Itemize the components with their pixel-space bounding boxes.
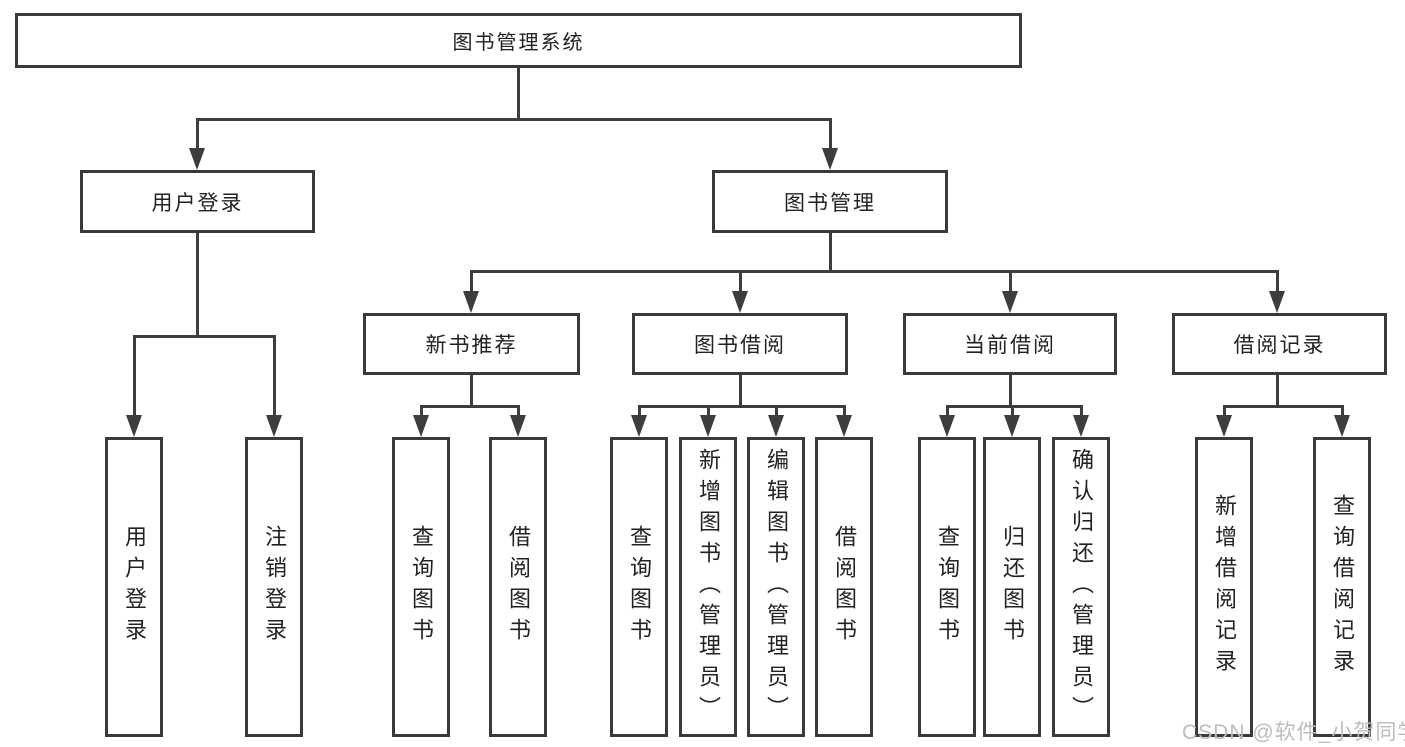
arrow-down — [836, 415, 852, 437]
connector-line — [273, 335, 276, 417]
connector-line — [739, 270, 742, 293]
node-label: 查询图书 — [409, 525, 434, 649]
arrow-down — [126, 415, 142, 437]
leaf-query-borrow-record: 查询借阅记录 — [1313, 437, 1371, 737]
connector-line — [517, 405, 520, 417]
connector-line — [1223, 405, 1226, 417]
arrow-down — [1073, 415, 1089, 437]
arrow-down — [413, 415, 429, 437]
arrow-down — [266, 415, 282, 437]
connector-line — [638, 405, 846, 408]
leaf-edit-books-admin: 编辑图书（管理员） — [747, 437, 805, 737]
node-label: 图书借阅 — [694, 334, 786, 357]
arrow-down — [700, 415, 716, 437]
node-user-login: 用户登录 — [80, 170, 315, 233]
node-label: 借阅记录 — [1233, 334, 1326, 357]
leaf-query-books-recommend: 查询图书 — [392, 437, 450, 737]
connector-line — [133, 335, 136, 417]
node-label: 新增借阅记录 — [1212, 494, 1237, 680]
arrow-down — [510, 415, 526, 437]
connector-line — [1080, 405, 1083, 417]
arrow-down — [1269, 291, 1285, 313]
node-label: 新增图书（管理员） — [696, 447, 721, 727]
connector-line — [1341, 405, 1344, 417]
connector-line — [1009, 270, 1012, 293]
connector-line — [420, 405, 520, 408]
node-label: 借阅图书 — [506, 525, 531, 649]
csdn-watermark: CSDN @软件_小贺同学 — [1182, 721, 1405, 744]
connector-line — [517, 68, 520, 121]
leaf-query-books-borrow: 查询图书 — [610, 437, 668, 737]
connector-line — [1276, 270, 1279, 293]
node-label: 查询借阅记录 — [1330, 494, 1355, 680]
arrow-down — [1002, 291, 1018, 313]
leaf-logout: 注销登录 — [245, 437, 303, 737]
node-borrow-records: 借阅记录 — [1172, 313, 1387, 375]
node-root-system: 图书管理系统 — [15, 13, 1022, 68]
node-label: 图书管理 — [784, 191, 876, 215]
connector-line — [470, 270, 1279, 273]
node-label: 用户登录 — [122, 525, 147, 649]
leaf-add-books-admin: 新增图书（管理员） — [679, 437, 737, 737]
leaf-borrow-books-recommend: 借阅图书 — [489, 437, 547, 737]
node-book-borrow: 图书借阅 — [632, 313, 848, 375]
connector-line — [638, 405, 641, 417]
leaf-query-books-current: 查询图书 — [918, 437, 976, 737]
node-new-book-recommend: 新书推荐 — [363, 313, 580, 375]
node-label: 查询图书 — [935, 525, 960, 649]
arrow-down — [768, 415, 784, 437]
leaf-return-books: 归还图书 — [983, 437, 1041, 737]
connector-line — [1223, 405, 1344, 408]
leaf-add-borrow-record: 新增借阅记录 — [1195, 437, 1253, 737]
node-label: 归还图书 — [1000, 525, 1025, 649]
arrow-down — [1216, 415, 1232, 437]
connector-line — [1011, 405, 1014, 417]
arrow-down — [189, 148, 205, 170]
node-label: 当前借阅 — [964, 334, 1056, 357]
arrow-down — [822, 148, 838, 170]
connector-line — [133, 335, 276, 338]
arrow-down — [463, 291, 479, 313]
connector-line — [739, 375, 742, 407]
node-label: 图书管理系统 — [452, 32, 585, 54]
connector-line — [843, 405, 846, 417]
connector-line — [829, 118, 832, 150]
connector-line — [196, 118, 832, 121]
connector-line — [829, 233, 832, 272]
connector-line — [196, 233, 199, 337]
connector-line — [1276, 375, 1279, 407]
node-label: 确认归还（管理员） — [1069, 447, 1094, 727]
node-label: 用户登录 — [151, 191, 244, 215]
arrow-down — [1004, 415, 1020, 437]
connector-line — [707, 405, 710, 417]
leaf-borrow-books: 借阅图书 — [815, 437, 873, 737]
node-book-management: 图书管理 — [712, 170, 948, 233]
arrow-down — [631, 415, 647, 437]
node-label: 编辑图书（管理员） — [764, 447, 789, 727]
arrow-down — [1334, 415, 1350, 437]
connector-line — [1009, 375, 1012, 407]
connector-line — [470, 270, 473, 293]
node-current-borrow: 当前借阅 — [903, 313, 1117, 375]
connector-line — [775, 405, 778, 417]
connector-line — [196, 118, 199, 150]
arrow-down — [939, 415, 955, 437]
connector-line — [470, 375, 473, 407]
node-label: 借阅图书 — [832, 525, 857, 649]
node-label: 新书推荐 — [425, 334, 518, 357]
node-label: 注销登录 — [262, 525, 287, 649]
arrow-down — [732, 291, 748, 313]
connector-line — [420, 405, 423, 417]
connector-line — [946, 405, 949, 417]
connector-line — [946, 405, 1083, 408]
node-label: 查询图书 — [627, 525, 652, 649]
leaf-confirm-return-admin: 确认归还（管理员） — [1052, 437, 1110, 737]
leaf-user-login: 用户登录 — [105, 437, 163, 737]
